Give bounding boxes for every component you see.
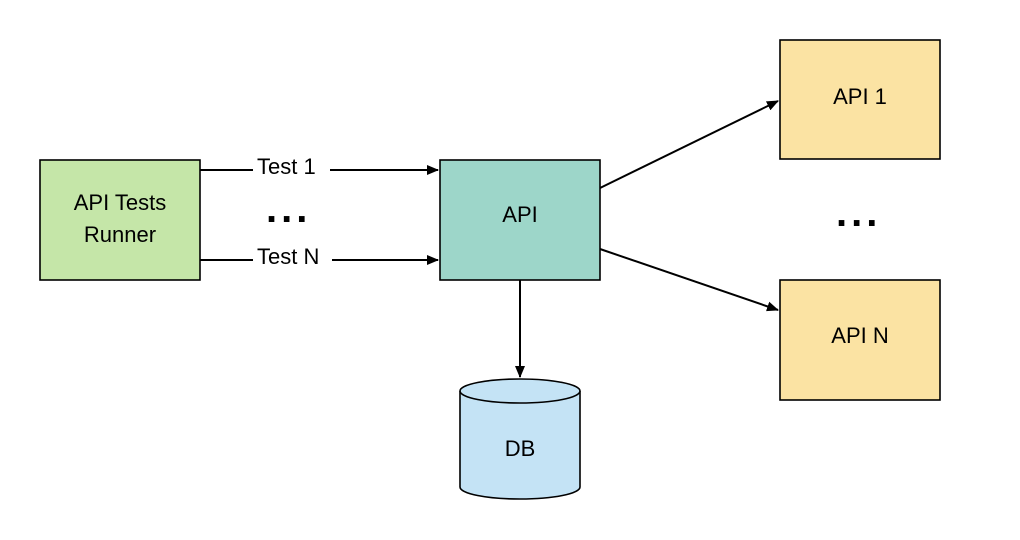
edge-test-1: Test 1 (200, 154, 439, 179)
edge-test-1-label: Test 1 (257, 154, 316, 179)
api-box (439, 159, 601, 281)
edge-test-n: Test N (200, 244, 439, 269)
db-cylinder-body (459, 391, 581, 500)
api-n-node: API N (779, 279, 941, 401)
db-label: DB (505, 436, 536, 461)
api-node: API (439, 159, 601, 281)
api-label: API (502, 202, 537, 227)
edge-api-to-api-1 (599, 100, 779, 189)
api-n-box (779, 279, 941, 401)
runner-label-line1: API Tests (74, 190, 167, 215)
db-cylinder-top (459, 378, 581, 404)
apis-ellipsis: ... (836, 191, 881, 235)
runner-box (39, 159, 201, 281)
api-n-label: API N (831, 323, 888, 348)
api-1-box (779, 39, 941, 160)
api-tests-runner-node: API Tests Runner (39, 159, 201, 281)
runner-label-line2: Runner (84, 222, 156, 247)
tests-ellipsis: ... (266, 187, 311, 231)
edge-test-n-label: Test N (257, 244, 319, 269)
api-1-label: API 1 (833, 84, 887, 109)
api-1-node: API 1 (779, 39, 941, 160)
edge-api-to-api-n (599, 248, 779, 312)
db-node: DB (459, 378, 581, 500)
